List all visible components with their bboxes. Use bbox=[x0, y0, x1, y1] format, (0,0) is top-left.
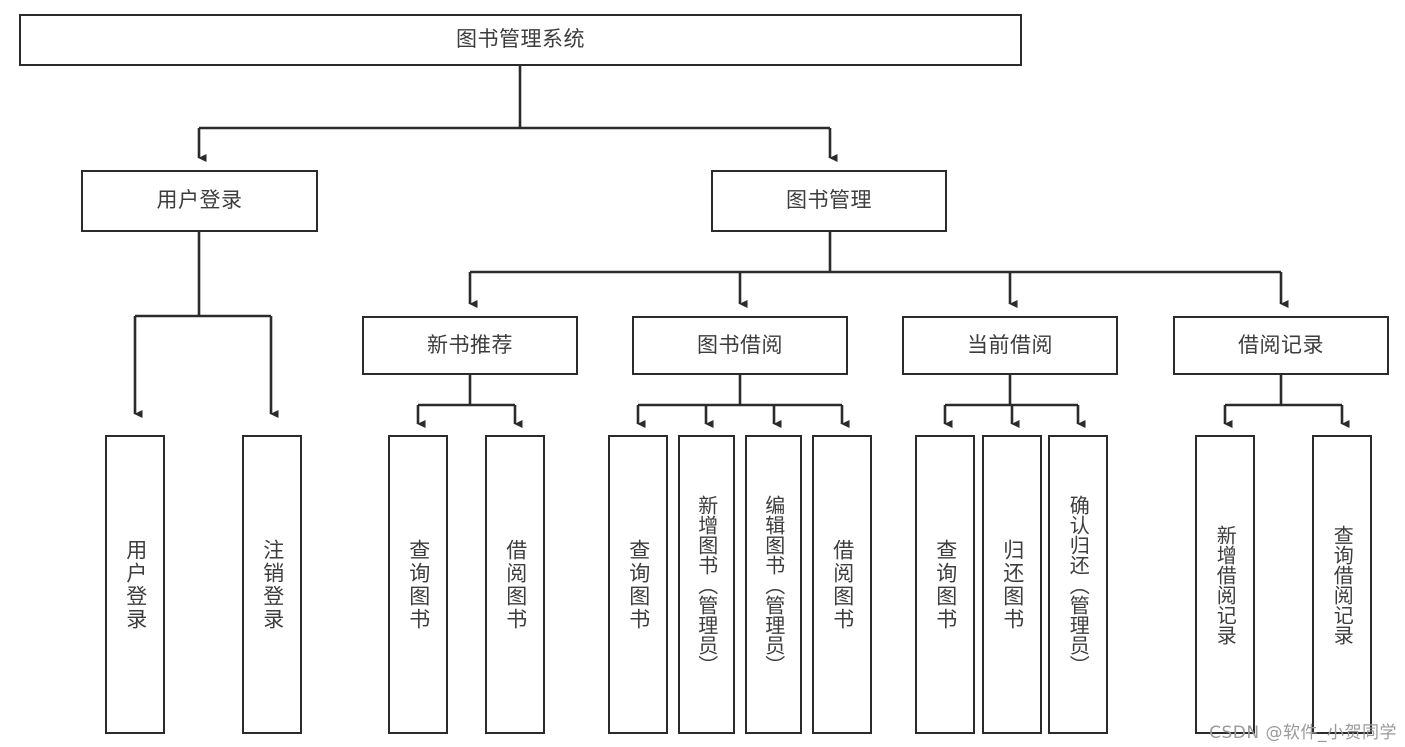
node-leaf-user-logout[interactable]: 注销登录 bbox=[242, 435, 302, 734]
node-root[interactable]: 图书管理系统 bbox=[19, 14, 1022, 66]
node-leaf-query-book-2-label: 查询图书 bbox=[626, 538, 651, 631]
node-leaf-query-book-1-label: 查询图书 bbox=[406, 538, 431, 631]
node-root-label: 图书管理系统 bbox=[456, 27, 585, 52]
node-leaf-confirm-return-label: 确认归还（管理员） bbox=[1066, 494, 1091, 675]
node-leaf-edit-book-label: 编辑图书（管理员） bbox=[761, 494, 786, 675]
node-new-book-rec-label: 新书推荐 bbox=[427, 332, 513, 357]
node-leaf-query-record[interactable]: 查询借阅记录 bbox=[1312, 435, 1372, 734]
node-leaf-add-record[interactable]: 新增借阅记录 bbox=[1195, 435, 1255, 734]
node-user-login-label: 用户登录 bbox=[156, 188, 243, 213]
node-borrow-record[interactable]: 借阅记录 bbox=[1173, 316, 1389, 375]
node-current-borrow-label: 当前借阅 bbox=[967, 332, 1053, 357]
node-leaf-edit-book[interactable]: 编辑图书（管理员） bbox=[745, 435, 802, 734]
node-current-borrow[interactable]: 当前借阅 bbox=[902, 316, 1118, 375]
node-leaf-query-book-2[interactable]: 查询图书 bbox=[608, 435, 668, 734]
node-leaf-borrow-book-2-label: 借阅图书 bbox=[830, 538, 855, 631]
node-leaf-user-login-label: 用户登录 bbox=[123, 538, 148, 631]
node-book-borrow-label: 图书借阅 bbox=[697, 332, 783, 357]
node-leaf-borrow-book-1[interactable]: 借阅图书 bbox=[485, 435, 545, 734]
node-user-login[interactable]: 用户登录 bbox=[81, 170, 318, 232]
node-leaf-query-book-1[interactable]: 查询图书 bbox=[388, 435, 448, 734]
node-leaf-add-book[interactable]: 新增图书（管理员） bbox=[678, 435, 735, 734]
node-book-manage-label: 图书管理 bbox=[786, 188, 872, 213]
node-leaf-add-record-label: 新增借阅记录 bbox=[1213, 524, 1238, 645]
node-leaf-add-book-label: 新增图书（管理员） bbox=[694, 494, 719, 675]
node-book-manage[interactable]: 图书管理 bbox=[711, 170, 947, 232]
node-leaf-query-book-3[interactable]: 查询图书 bbox=[915, 435, 975, 734]
node-leaf-return-book-label: 归还图书 bbox=[1000, 538, 1025, 631]
node-leaf-confirm-return[interactable]: 确认归还（管理员） bbox=[1048, 435, 1108, 734]
node-leaf-user-logout-label: 注销登录 bbox=[260, 538, 285, 631]
node-leaf-user-login[interactable]: 用户登录 bbox=[105, 435, 165, 734]
node-leaf-borrow-book-1-label: 借阅图书 bbox=[503, 538, 528, 631]
node-new-book-rec[interactable]: 新书推荐 bbox=[362, 316, 578, 375]
node-leaf-return-book[interactable]: 归还图书 bbox=[982, 435, 1042, 734]
node-leaf-borrow-book-2[interactable]: 借阅图书 bbox=[812, 435, 872, 734]
node-leaf-query-book-3-label: 查询图书 bbox=[933, 538, 958, 631]
node-book-borrow[interactable]: 图书借阅 bbox=[632, 316, 848, 375]
node-leaf-query-record-label: 查询借阅记录 bbox=[1330, 524, 1355, 645]
node-borrow-record-label: 借阅记录 bbox=[1238, 332, 1324, 357]
